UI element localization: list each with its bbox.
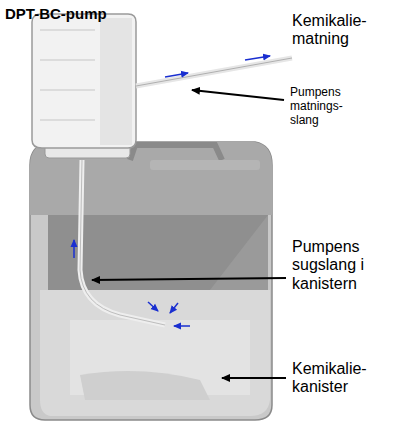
part-label: Pumpens sugslang i kanistern [292, 238, 396, 293]
diagram-title: DPT-BC-pump [5, 5, 107, 22]
part-label: Pumpens matnings- slang [290, 86, 362, 127]
part-label: Kemikalie- kanister [292, 360, 392, 397]
part-label: Kemikalie- matning [292, 12, 392, 49]
